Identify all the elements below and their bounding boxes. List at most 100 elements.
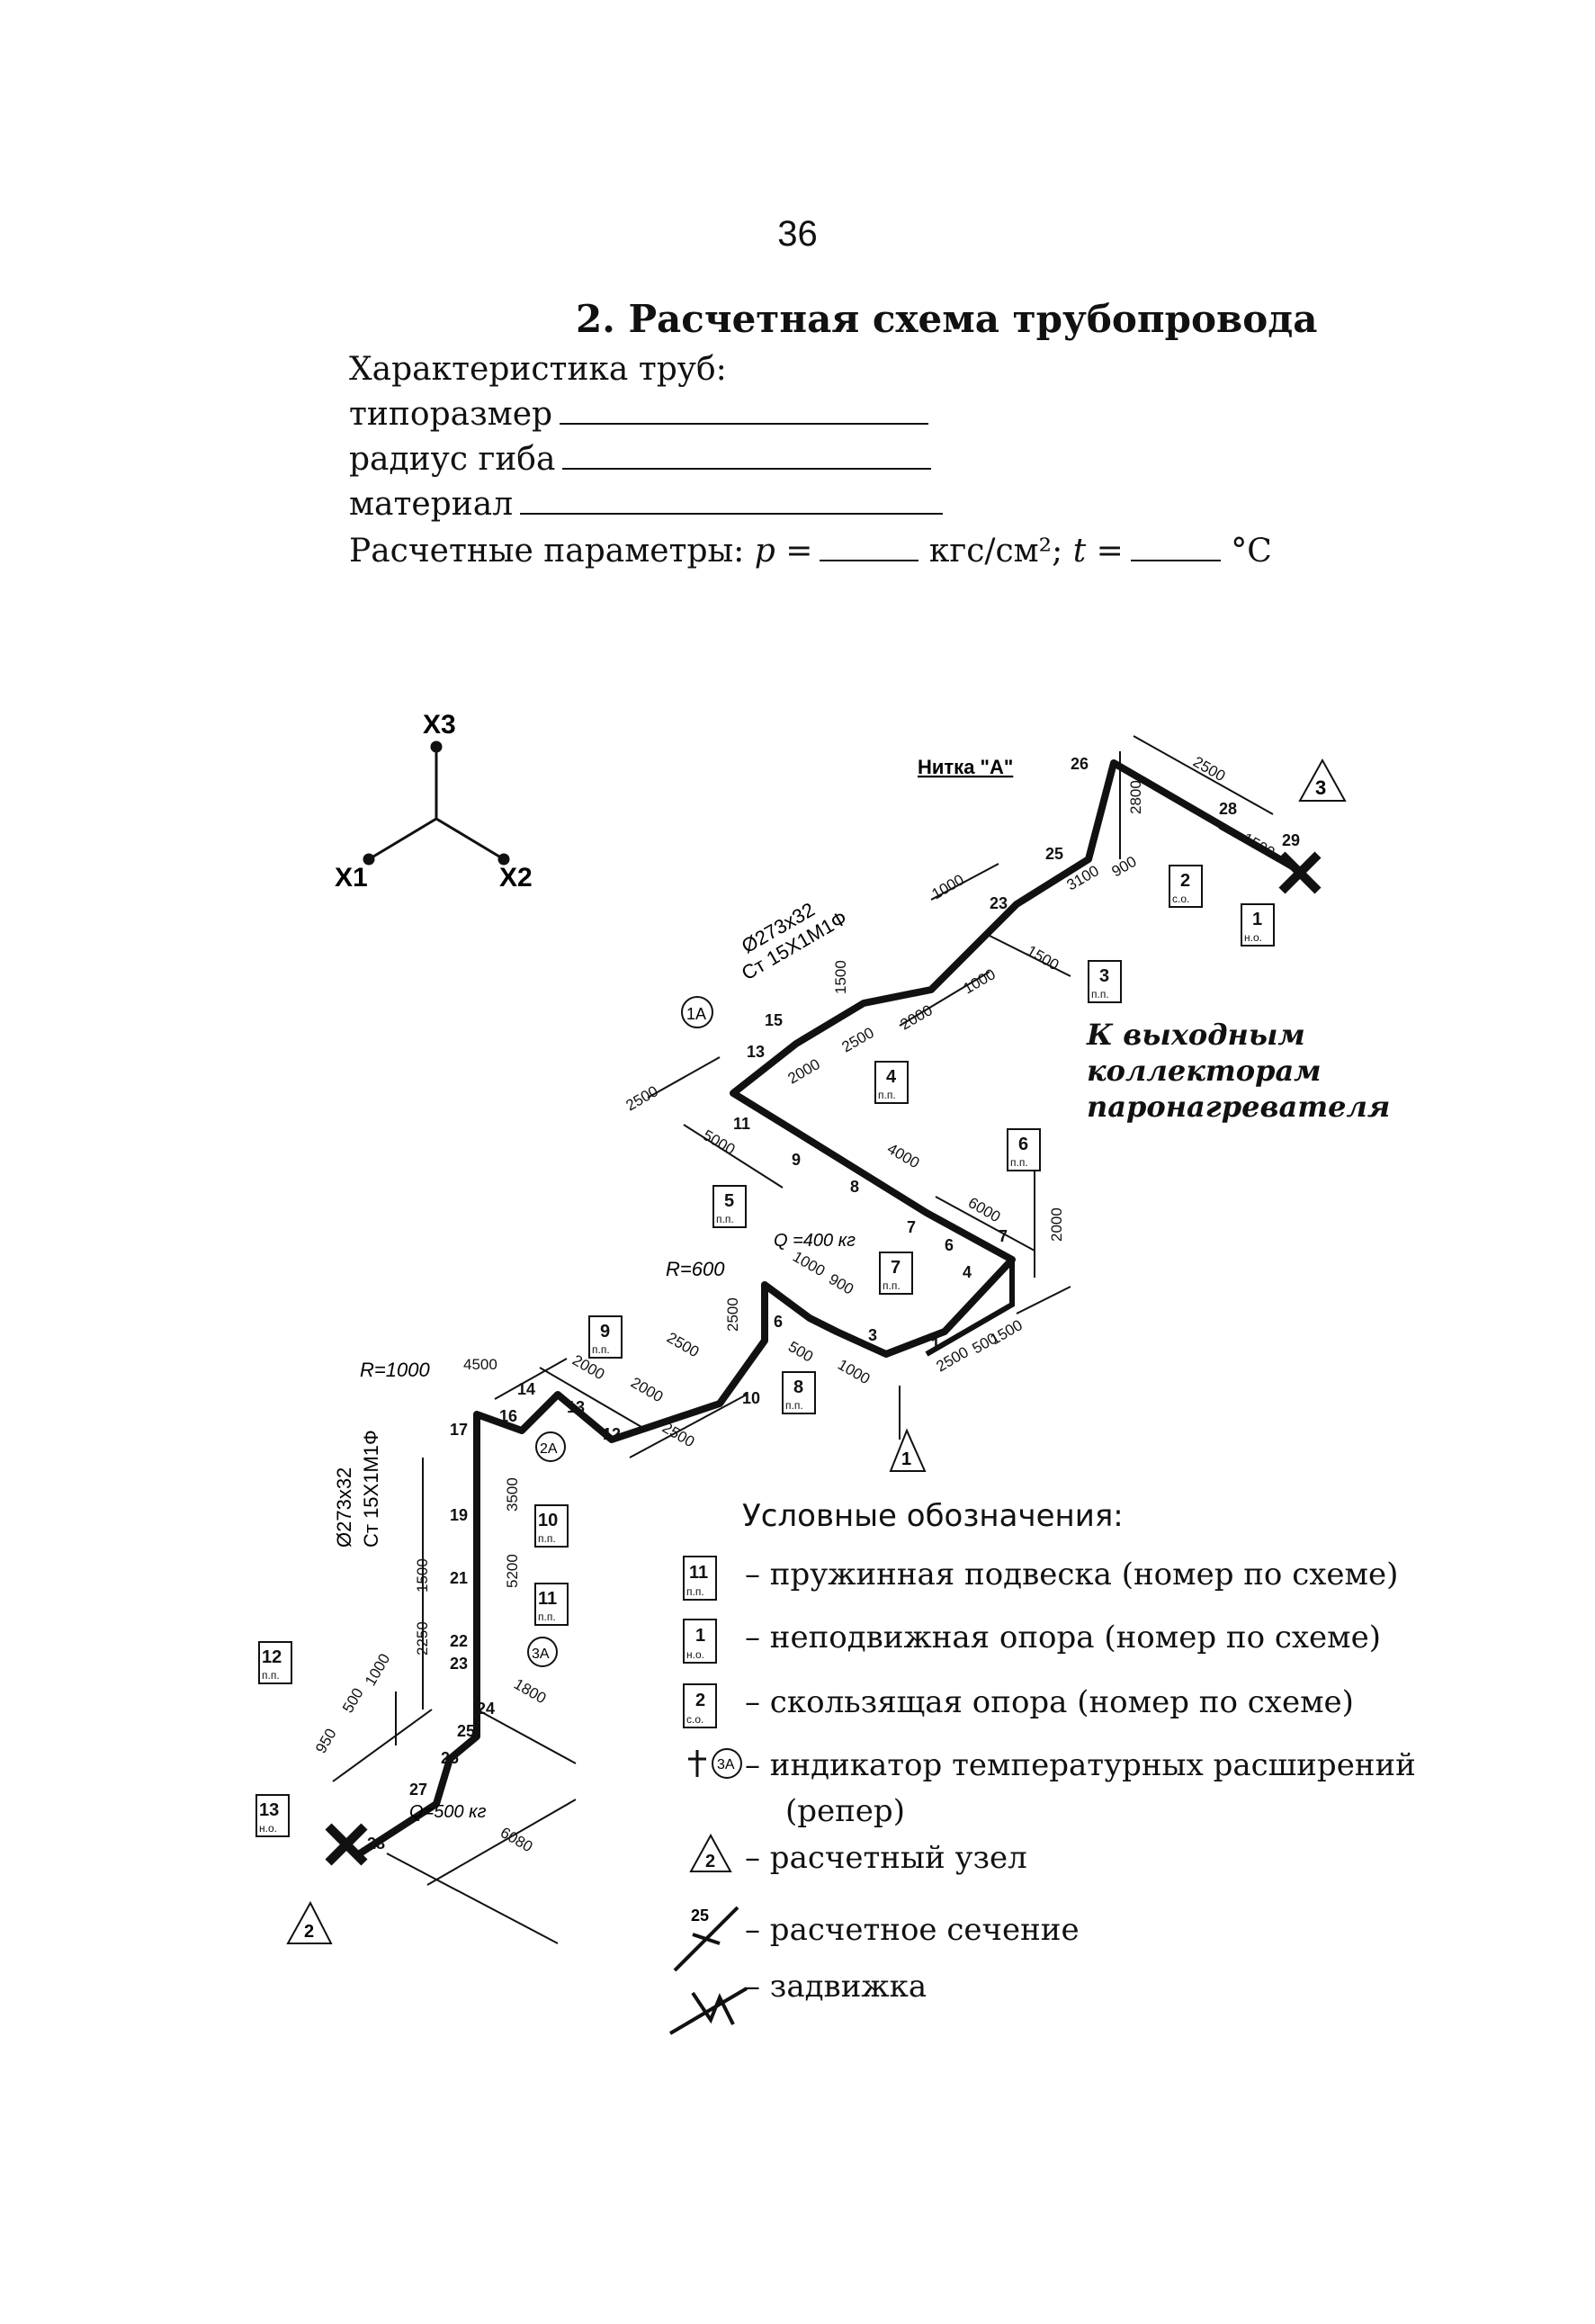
params-prefix: Расчетные параметры: [349, 533, 745, 570]
svg-text:2000: 2000 [628, 1374, 666, 1405]
svg-text:4500: 4500 [463, 1356, 497, 1373]
axis-x1-label: X1 [335, 863, 368, 893]
box-3-type: п.п. [1091, 988, 1109, 1000]
svg-text:2000: 2000 [898, 1001, 936, 1033]
legend-fixed-box [683, 1619, 717, 1664]
svg-text:1: 1 [1252, 910, 1262, 929]
legend-symbols [683, 1556, 742, 1872]
line-label: Нитка "А" [918, 756, 1013, 778]
bend-radius-label: радиус гиба [349, 441, 556, 478]
svg-text:900: 900 [1109, 853, 1140, 881]
axes-triad [363, 740, 510, 866]
t-line [1130, 533, 1221, 561]
support-boxes [255, 865, 1275, 1837]
svg-text:28: 28 [367, 1835, 385, 1853]
svg-text:8: 8 [850, 1178, 859, 1196]
svg-text:2500: 2500 [724, 1297, 741, 1332]
t-label: t = [1072, 533, 1124, 570]
svg-text:2500: 2500 [839, 1024, 877, 1055]
svg-text:2800: 2800 [1127, 780, 1144, 814]
node-1-label: 1 [901, 1449, 911, 1469]
box-13-type: н.о. [259, 1822, 277, 1835]
svg-text:4000: 4000 [884, 1140, 922, 1171]
svg-text:1000: 1000 [835, 1356, 873, 1387]
svg-text:26: 26 [1071, 755, 1089, 773]
svg-text:27: 27 [409, 1781, 427, 1799]
box-6-type: п.п. [1010, 1156, 1028, 1169]
page-title: 2. Расчетная схема трубопровода [576, 297, 1318, 341]
svg-text:23: 23 [450, 1655, 468, 1673]
material-label: материал [349, 486, 514, 523]
node-3-label: 3 [1315, 776, 1326, 799]
svg-text:21: 21 [450, 1569, 468, 1587]
indicator-2a-circle [535, 1431, 566, 1462]
node-2-triangle [286, 1900, 333, 1944]
legend-indicator-cont: (репер) [785, 1793, 905, 1829]
material-line [520, 486, 944, 515]
p-line [820, 533, 919, 561]
legend-sliding-num: 2 [695, 1691, 705, 1710]
svg-text:2000: 2000 [785, 1055, 823, 1087]
svg-text:28: 28 [1219, 800, 1237, 818]
svg-text:6080: 6080 [497, 1824, 535, 1855]
legend-fixed-type: н.о. [686, 1648, 704, 1661]
svg-text:10: 10 [742, 1389, 760, 1407]
load-500: Q=500 кг [409, 1802, 487, 1822]
indicator-2a-label: 2А [540, 1441, 558, 1457]
legend-fixed-num: 1 [695, 1626, 705, 1646]
indicator-1a-circle [681, 996, 713, 1028]
legend-spring-num: 11 [689, 1563, 708, 1583]
legend-indicator-arrows-icon [688, 1750, 706, 1777]
svg-text:2250: 2250 [414, 1621, 431, 1656]
svg-text:8: 8 [793, 1377, 803, 1397]
svg-text:12: 12 [262, 1647, 282, 1667]
svg-text:23: 23 [990, 894, 1008, 912]
bend-radius-1000: R=1000 [360, 1359, 430, 1381]
size-line [560, 396, 929, 425]
legend-spring-box [683, 1556, 717, 1601]
pressure-unit: кгс/см²; [928, 533, 1063, 570]
legend-node-num: 2 [705, 1852, 715, 1871]
axis-x3-label: X3 [423, 710, 456, 740]
node-3-triangle [1298, 758, 1347, 802]
legend-sliding-text: – скользящая опора (номер по схеме) [745, 1684, 1354, 1720]
svg-text:1000: 1000 [961, 965, 999, 997]
svg-text:3: 3 [1099, 966, 1109, 986]
svg-text:1: 1 [931, 1335, 940, 1353]
params-field: Расчетные параметры: p = кгс/см²; t = °С [349, 533, 1272, 570]
svg-text:6: 6 [945, 1236, 954, 1254]
indicator-3a-circle [527, 1637, 558, 1667]
box-10-type: п.п. [538, 1532, 556, 1545]
outlet-note-line-2: коллекторам [1087, 1054, 1322, 1088]
svg-text:6: 6 [774, 1313, 783, 1331]
svg-text:16: 16 [499, 1407, 517, 1425]
indicator-3a-label: 3А [532, 1647, 550, 1662]
legend-indicator-circle [712, 1748, 742, 1779]
box-8-type: п.п. [785, 1399, 803, 1412]
legend-spring-type: п.п. [686, 1585, 704, 1598]
svg-text:13: 13 [567, 1398, 585, 1416]
axis-x2-label: X2 [499, 863, 533, 893]
svg-text:5000: 5000 [700, 1126, 738, 1158]
svg-text:7: 7 [891, 1258, 901, 1278]
indicator-1a-label: 1А [686, 1005, 706, 1023]
legend-node-text: – расчетный узел [745, 1840, 1027, 1876]
svg-text:25: 25 [457, 1722, 475, 1740]
box-12-type: п.п. [262, 1669, 280, 1682]
svg-text:3500: 3500 [504, 1477, 521, 1512]
svg-text:500: 500 [339, 1685, 367, 1716]
svg-text:1800: 1800 [511, 1675, 549, 1707]
bend-radius-600: R=600 [666, 1258, 725, 1280]
svg-text:5: 5 [724, 1191, 734, 1211]
svg-text:1000: 1000 [790, 1248, 828, 1279]
svg-text:13: 13 [747, 1043, 765, 1061]
svg-text:1000: 1000 [929, 871, 967, 902]
fixed-support-mark [325, 851, 1322, 1866]
svg-text:22: 22 [450, 1632, 468, 1650]
box-11-type: п.п. [538, 1611, 556, 1623]
svg-text:2500: 2500 [1190, 753, 1228, 785]
svg-text:6000: 6000 [965, 1194, 1003, 1225]
legend-section-text: – расчетное сечение [745, 1912, 1080, 1948]
temp-unit: °С [1231, 533, 1272, 570]
box-1-type: н.о. [1244, 931, 1262, 944]
